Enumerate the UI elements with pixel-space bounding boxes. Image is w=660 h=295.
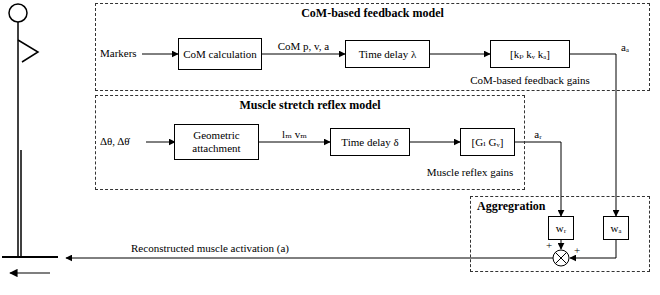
process-box: wₐ (603, 216, 629, 240)
signal-arrow (259, 142, 330, 143)
sum-junction (553, 250, 569, 266)
dashed-group: Aggregration wᵣ wₐ (470, 196, 650, 272)
group-title: Aggregration (477, 200, 545, 214)
figure-leg (17, 150, 19, 256)
process-box: wᵣ (548, 216, 574, 240)
box-label: [Gₗ Gᵥ] (472, 136, 504, 149)
sum-input-arrow (561, 240, 562, 249)
annotation: Markers (100, 47, 137, 59)
platform (2, 256, 58, 258)
process-box: Time delay λ (345, 40, 430, 68)
sign-label: + (574, 244, 580, 256)
signal-arrow (410, 142, 460, 143)
box-label: [kₚ kᵥ kₐ] (510, 48, 550, 61)
process-box: Time delay δ (330, 128, 410, 156)
process-box: CoM calculation (178, 38, 262, 70)
process-box: [kₚ kᵥ kₐ] (490, 40, 570, 68)
sum-cross (555, 252, 566, 263)
process-box: [Gₗ Gᵥ] (460, 128, 515, 156)
figure-head (9, 4, 27, 22)
input-arrow (142, 54, 178, 55)
signal-arrow (262, 54, 345, 55)
box-label: Time delay δ (341, 136, 398, 149)
sum-circle (553, 250, 569, 266)
annotation: CoM-based feedback gains (470, 74, 590, 86)
stick-figure (9, 4, 38, 256)
annotation: Muscle reflex gains (427, 166, 514, 178)
box-label: wᵣ (556, 222, 566, 235)
signal-label: CoM p, v, a (277, 40, 331, 52)
annotation: Δθ, Δθ̇ (100, 135, 130, 147)
sum-input-arrow (570, 240, 616, 258)
group-title: Muscle stretch reflex model (96, 99, 524, 113)
sign-label: + (546, 239, 552, 251)
signal-label: aₐ (620, 41, 630, 53)
signal-arrow (430, 54, 490, 55)
signal-label: aᵣ (533, 128, 542, 140)
figure-body (17, 22, 19, 150)
perturbation-arrow (10, 272, 50, 273)
box-label: CoM calculation (183, 48, 257, 61)
box-label: Time delay λ (359, 48, 416, 61)
group-title: CoM-based feedback model (96, 7, 649, 21)
signal-label: lₘ vₘ (281, 128, 308, 140)
output-arrow (66, 258, 553, 259)
figure-leg (20, 150, 22, 256)
figure-arm (18, 40, 38, 62)
annotation: Reconstructed muscle activation (a) (131, 242, 289, 254)
input-arrow (146, 142, 175, 143)
box-label: wₐ (611, 222, 622, 235)
sum-cross (555, 252, 566, 263)
box-label: Geometric attachment (178, 129, 255, 154)
process-box: Geometric attachment (174, 124, 259, 160)
